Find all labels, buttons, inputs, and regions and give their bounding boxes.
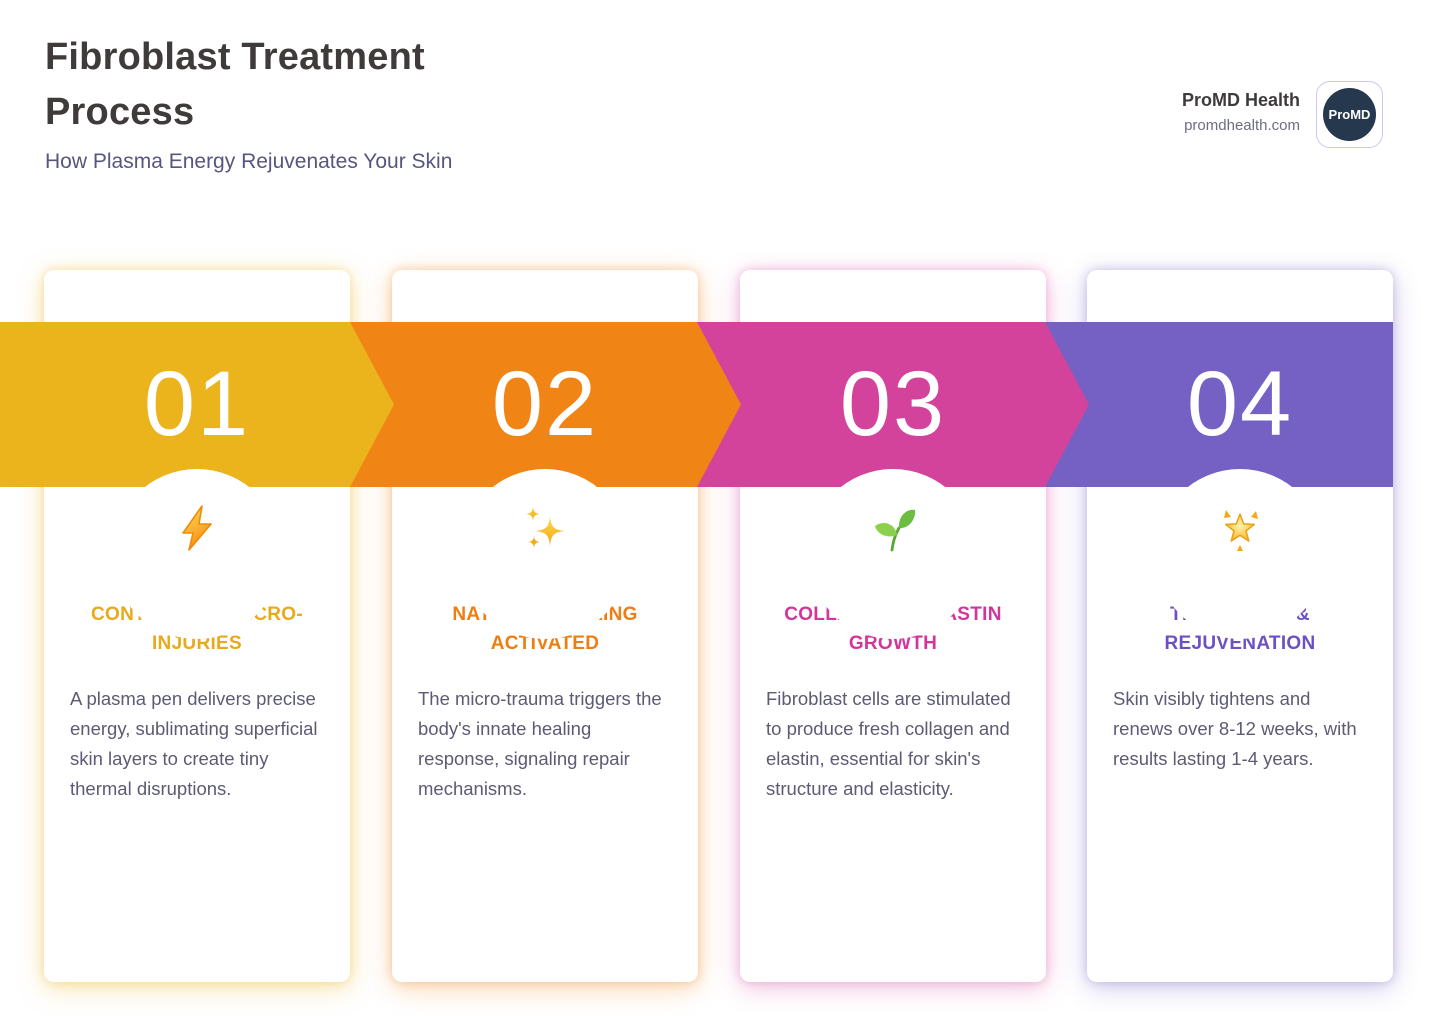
icon-notch-2 [460,469,630,639]
icon-notch-1 [112,469,282,639]
step-banner: 01 02 03 04 [0,322,1440,639]
icon-notch-3 [808,469,978,639]
banner-segment-1 [0,322,394,487]
step-description-2: The micro-trauma triggers the body's inn… [418,688,662,799]
step-number-2: 02 [491,353,599,455]
brand-website: promdhealth.com [1184,117,1300,134]
brand-logo-circle: ProMD [1323,88,1376,141]
brand-logo-text: ProMD [1328,107,1371,122]
page-title: Fibroblast Treatment Process [45,36,425,133]
step-description-3: Fibroblast cells are stimulated to produ… [766,688,1011,799]
banner-segment-2 [349,322,741,487]
brand-block: ProMD Health promdhealth.com [1182,90,1300,134]
sparkles-icon [521,504,569,552]
lightning-icon [173,504,221,552]
page-subtitle: How Plasma Energy Rejuvenates Your Skin [45,150,453,173]
banner-segment-3 [696,322,1089,487]
seedling-icon [869,504,917,552]
step-description-4: Skin visibly tightens and renews over 8-… [1113,688,1357,769]
brand-logo: ProMD [1316,81,1383,148]
step-number-1: 01 [143,353,251,455]
brand-name: ProMD Health [1181,90,1300,110]
step-number-4: 04 [1186,353,1294,455]
step-description-1: A plasma pen delivers precise energy, su… [70,688,318,799]
icon-notch-4 [1155,469,1325,639]
glowing-star-icon [1216,504,1264,552]
banner-segment-4 [1044,322,1393,487]
step-number-3: 03 [839,353,947,455]
